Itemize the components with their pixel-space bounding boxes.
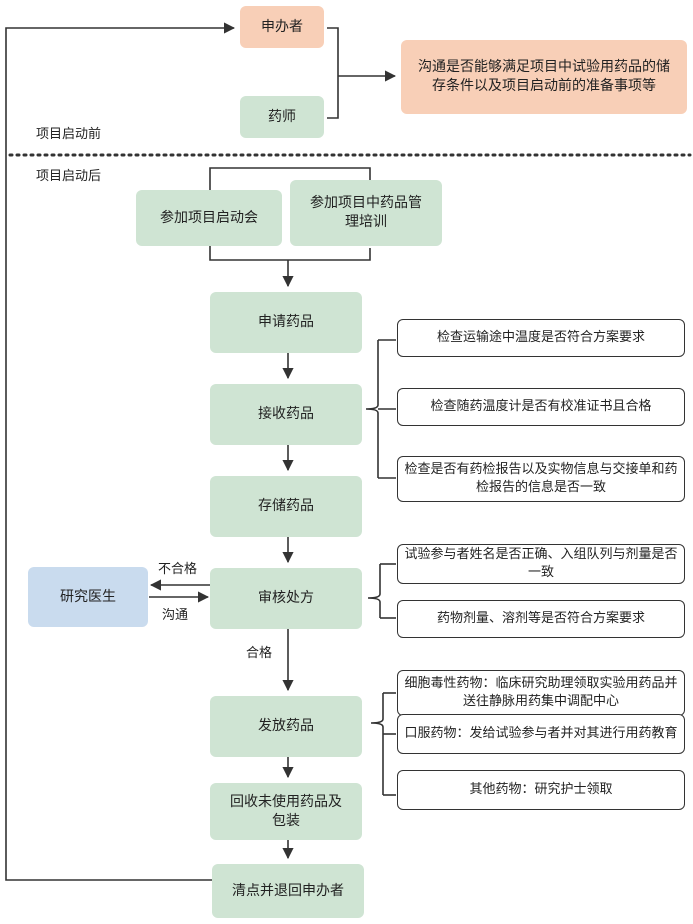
kickoff-text: 参加项目启动会 [160, 209, 258, 226]
dispense-rule-2: 口服药物：发给试验参与者并对其进行用药教育 [397, 714, 685, 754]
receive-brace [365, 340, 379, 478]
receive-check-1: 检查运输途中温度是否符合方案要求 [397, 319, 685, 357]
recycle-box: 回收未使用药品及包装 [210, 783, 362, 840]
apply-box: 申请药品 [210, 292, 362, 353]
sponsor-pharmacist-bracket [327, 27, 339, 119]
recycle-text: 回收未使用药品及包装 [230, 793, 342, 829]
sponsor-box: 申办者 [240, 6, 324, 48]
return-box: 清点并退回申办者 [212, 864, 364, 918]
store-text: 存储药品 [258, 498, 314, 514]
communicate-label: 沟通 [162, 608, 189, 623]
fail-label: 不合格 [158, 562, 198, 577]
loop-back-line [5, 22, 236, 881]
pharmacist-text: 药师 [268, 108, 296, 125]
pharmacist-box: 药师 [240, 96, 324, 138]
receive-check-2-text: 检查随药温度计是否有校准证书且合格 [430, 399, 652, 414]
before-label: 项目启动前 [36, 127, 102, 142]
dispense-box: 发放药品 [210, 696, 362, 757]
dispense-rule-1-text: 细胞毒性药物：临床研究助理领取实验用药品并送往静脉用药集中调配中心 [404, 676, 678, 709]
review-check-1: 试验参与者姓名是否正确、入组队列与剂量是否一致 [397, 544, 685, 584]
receive-check-2: 检查随药温度计是否有校准证书且合格 [397, 388, 685, 426]
receive-check-3: 检查是否有药检报告以及实物信息与交接单和药检报告的信息是否一致 [397, 456, 685, 502]
doctor-box: 研究医生 [28, 567, 148, 627]
review-text: 审核处方 [258, 590, 314, 606]
pass-label: 合格 [246, 646, 273, 661]
sponsor-text: 申办者 [261, 18, 303, 35]
review-brace [367, 564, 381, 618]
receive-check-1-text: 检查运输途中温度是否符合方案要求 [436, 330, 645, 345]
apply-text: 申请药品 [258, 314, 314, 330]
return-text: 清点并退回申办者 [232, 882, 344, 899]
review-box: 审核处方 [210, 568, 362, 629]
dispense-text: 发放药品 [258, 718, 314, 734]
training-text: 参加项目中药品管理培训 [310, 195, 422, 230]
training-box: 参加项目中药品管理培训 [290, 180, 442, 246]
after-label: 项目启动后 [36, 169, 102, 184]
kickoff-top-bracket [209, 167, 371, 192]
sponsor-note-box: 沟通是否能够满足项目中试验用药品的储存条件以及项目启动前的准备事项等 [401, 40, 687, 114]
review-check-2: 药物剂量、溶剂等是否符合方案要求 [397, 600, 685, 638]
doctor-text: 研究医生 [60, 588, 116, 605]
dispense-rule-2-text: 口服药物：发给试验参与者并对其进行用药教育 [404, 726, 678, 741]
dispense-rule-3-text: 其他药物：研究护士领取 [469, 782, 613, 797]
dispense-brace [370, 693, 384, 795]
dispense-rule-1: 细胞毒性药物：临床研究助理领取实验用药品并送往静脉用药集中调配中心 [397, 670, 685, 716]
receive-text: 接收药品 [258, 406, 314, 422]
kickoff-box: 参加项目启动会 [136, 190, 282, 246]
sponsor-note-text: 沟通是否能够满足项目中试验用药品的储存条件以及项目启动前的准备事项等 [418, 59, 670, 94]
receive-box: 接收药品 [210, 384, 362, 445]
dispense-rule-3: 其他药物：研究护士领取 [397, 770, 685, 810]
store-box: 存储药品 [210, 476, 362, 537]
review-check-2-text: 药物剂量、溶剂等是否符合方案要求 [436, 611, 645, 626]
kickoff-bottom-bracket [209, 245, 371, 261]
receive-check-3-text: 检查是否有药检报告以及实物信息与交接单和药检报告的信息是否一致 [404, 462, 678, 495]
review-check-1-text: 试验参与者姓名是否正确、入组队列与剂量是否一致 [404, 547, 678, 580]
